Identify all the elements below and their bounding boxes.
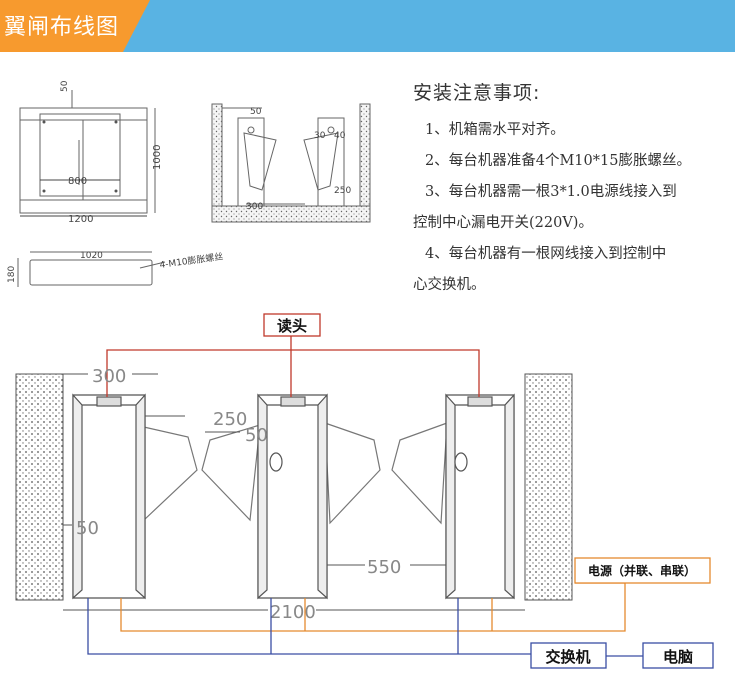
header-tab [0, 0, 150, 52]
right-wall [524, 373, 573, 601]
side-view-dim-d: 250 [334, 186, 351, 196]
side-view-drawing [211, 103, 371, 223]
switch-label: 交换机 [545, 648, 590, 666]
note-item: 控制中心漏电开关(220V)。 [413, 215, 593, 231]
base-view-bolt-label: 4-M10膨胀螺丝 [159, 250, 224, 271]
switch-box [530, 642, 607, 669]
note-item: 心交换机。 [413, 277, 486, 293]
pc-label: 电脑 [663, 648, 693, 666]
base-view-dim-len: 1020 [80, 251, 103, 261]
installation-notes: 安装注意事项: 1、机箱需水平对齐。 2、每台机器准备4个M10*15膨胀螺丝。… [413, 78, 731, 301]
side-view-dim-e: 300 [246, 202, 263, 212]
gate-cabinet-middle [257, 393, 328, 600]
dim-250: 250 [213, 409, 247, 430]
left-wall [15, 373, 64, 601]
top-view-dim-inner: 800 [68, 176, 87, 187]
header-bar: 翼闸布线图 [0, 0, 735, 52]
base-view-dim-h: 180 [7, 266, 17, 283]
note-item: 1、机箱需水平对齐。 [425, 122, 565, 138]
side-view-dim-c: 40 [334, 131, 346, 141]
reader-label: 读头 [277, 317, 307, 335]
top-view-dim-top: 50 [60, 80, 70, 92]
dim-300: 300 [92, 366, 126, 387]
note-item: 3、每台机器需一根3*1.0电源线接入到 [425, 184, 677, 200]
reader-wiring [106, 336, 480, 397]
dim-550: 550 [367, 557, 401, 578]
top-view-drawing [19, 90, 156, 217]
dim-2100: 2100 [270, 602, 316, 623]
dim-50-wing: 50 [245, 425, 268, 446]
top-view-dim-side: 1000 [152, 145, 163, 170]
gate-cabinet-right [445, 393, 515, 600]
page-title: 翼闸布线图 [4, 15, 120, 40]
dim-50-wall: 50 [76, 518, 99, 539]
power-label: 电源（并联、串联） [588, 563, 696, 578]
note-item: 4、每台机器有一根网线接入到控制中 [425, 246, 667, 262]
reader-label-box [263, 313, 321, 337]
pc-box [642, 642, 714, 669]
note-item: 2、每台机器准备4个M10*15膨胀螺丝。 [425, 153, 691, 169]
side-view-dim-a: 50 [250, 107, 262, 117]
network-wiring [87, 598, 643, 657]
gate-wings [134, 422, 448, 525]
dimension-lines [63, 373, 525, 611]
gate-cabinet-left [72, 393, 146, 600]
top-view-dim-outer: 1200 [68, 214, 93, 225]
side-view-dim-b: 30 [314, 131, 326, 141]
power-label-box [574, 557, 711, 584]
base-view-drawing [17, 251, 166, 287]
notes-title: 安装注意事项: [413, 82, 541, 104]
